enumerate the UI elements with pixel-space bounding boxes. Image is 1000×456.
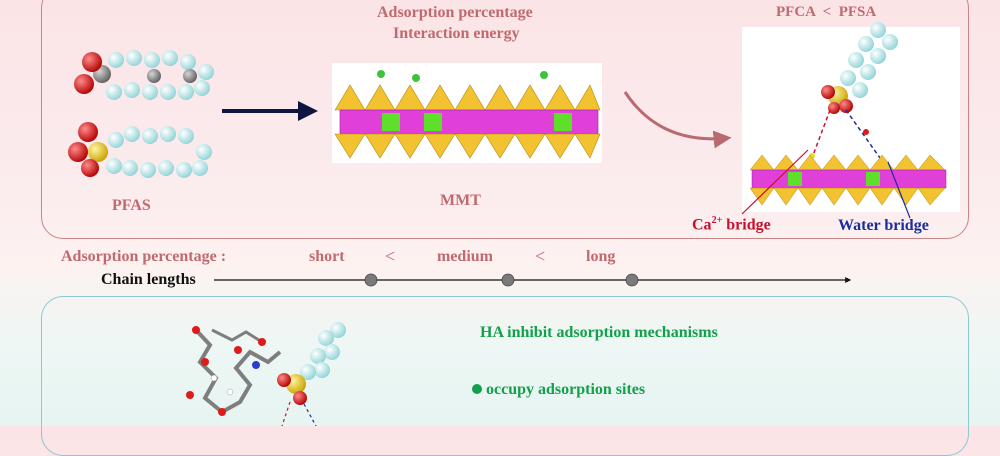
axis-marker-short xyxy=(364,273,378,287)
pfas-label: PFAS xyxy=(112,197,151,214)
pfca-pfsa-comparison: PFCA < PFSA xyxy=(776,4,877,20)
mmt-structure-icon xyxy=(332,63,602,163)
diagram-artwork xyxy=(68,22,960,426)
water-bridge-label: Water bridge xyxy=(838,217,929,234)
ha-mechanisms-title: HA inhibit adsorption mechanisms xyxy=(480,324,718,341)
ca-bridge-base: Ca xyxy=(692,216,712,234)
chain-adsorption-title: Adsorption percentage : xyxy=(61,248,227,265)
chain-lengths-label: Chain lengths xyxy=(101,271,196,288)
chain-short: short xyxy=(309,248,345,265)
pfsa-molecule-icon xyxy=(68,122,212,178)
chain-length-axis xyxy=(214,273,852,287)
chain-less-than-1: < xyxy=(385,246,396,266)
header-interaction-energy: Interaction energy xyxy=(393,25,520,42)
adsorbed-complex-icon xyxy=(741,22,960,219)
ca-bridge-label: Ca2+ bridge xyxy=(692,215,771,234)
ha-molecule-icon xyxy=(186,322,346,426)
ca-bridge-sup: 2+ xyxy=(711,215,723,226)
header-adsorption-percentage: Adsorption percentage xyxy=(377,4,533,21)
axis-marker-long xyxy=(625,273,639,287)
ca-bridge-rest: bridge xyxy=(722,216,771,234)
mechanism-panel-top xyxy=(41,0,969,239)
bullet-occupy-sites-text: occupy adsorption sites xyxy=(486,381,646,398)
mmt-to-complex-arrow xyxy=(623,91,732,149)
mmt-label: MMT xyxy=(440,192,481,209)
chain-less-than-2: < xyxy=(535,246,546,266)
axis-marker-medium xyxy=(501,273,515,287)
chain-long: long xyxy=(586,248,616,265)
chain-medium: medium xyxy=(437,248,493,265)
bullet-dot-icon xyxy=(472,384,482,394)
bullet-occupy-sites: occupy adsorption sites xyxy=(472,381,645,399)
pfca-molecule-icon xyxy=(74,50,214,100)
